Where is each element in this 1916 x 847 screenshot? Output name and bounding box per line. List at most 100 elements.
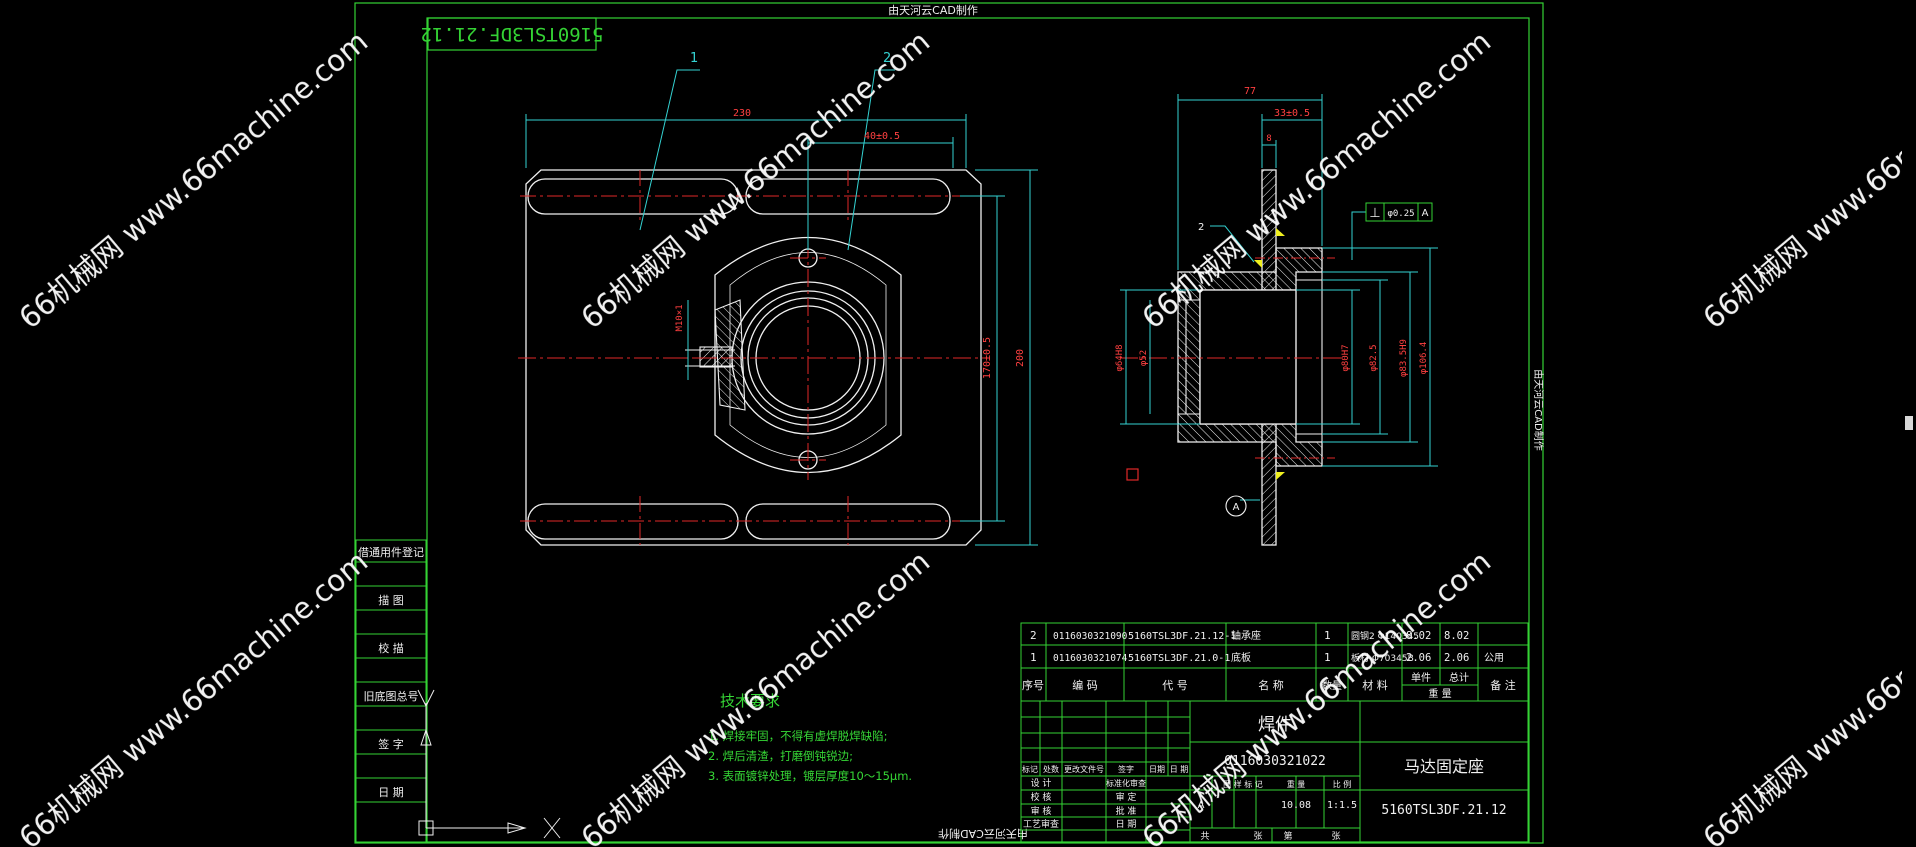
section-view[interactable]: 77 33±0.5 8 φ64H8 φ52 φ80H7 φ82.5 φ83.5H…: [1115, 86, 1438, 546]
left-label-0: 借通用件登记: [358, 545, 424, 559]
tb-change: 更改文件号: [1064, 764, 1104, 774]
tb-approve2: 批 准: [1116, 805, 1137, 817]
bom-table-grid: [1020, 622, 1529, 702]
front-view[interactable]: 1 2 230 40±0.5 200 170±0.5 M10×1: [518, 51, 1038, 546]
dim-height-outer: 200: [1015, 349, 1026, 367]
tb-sign: 签字: [1118, 764, 1134, 774]
left-label-5: 日 期: [378, 786, 404, 799]
bom-qty: 1: [1324, 651, 1331, 664]
front-dimensions: [525, 69, 1038, 546]
dim-total-len: 77: [1244, 86, 1256, 97]
weld-mark-bottom: [1276, 472, 1285, 480]
tb-drawing-no: 5160TSL3DF.21.12: [1381, 803, 1506, 818]
bom-seq: 1: [1030, 651, 1037, 664]
vertical-scrollbar[interactable]: [1902, 0, 1916, 847]
watermark-text: 66机械网 www.66machine.com: [13, 24, 375, 335]
left-label-3: 旧底图总号: [364, 689, 419, 703]
balloon-2: 2: [883, 51, 891, 66]
gdt-symbol: ⊥: [1369, 206, 1380, 221]
bom-header-total: 总计: [1449, 671, 1469, 684]
bom-code: 0116030321074: [1053, 653, 1128, 664]
bom-total-wt: 8.02: [1444, 630, 1469, 642]
bom-header-remark: 备 注: [1490, 678, 1516, 692]
gdt-datum: A: [1422, 208, 1429, 219]
left-label-1: 描 图: [378, 593, 404, 607]
tb-date2: 日期: [1149, 765, 1165, 774]
bearing-bore: [1199, 289, 1297, 425]
tech-title: 技术要求: [720, 692, 780, 710]
scrollbar-thumb[interactable]: [1905, 416, 1913, 430]
dim-d2: φ52: [1139, 350, 1149, 366]
tb-weight: 10.08: [1281, 800, 1311, 811]
title-block-grid: [1020, 700, 1529, 843]
side-banner: 由天河云CAD制作: [1532, 369, 1545, 451]
bom-code: 0116030321090: [1053, 631, 1128, 642]
base-plate-outline: [525, 169, 982, 546]
bom-name: 轴承座: [1231, 629, 1261, 642]
top-banner: 由天河云CAD制作: [888, 3, 978, 17]
bom-drawing: 5160TSL3DF.21.0-1: [1128, 653, 1230, 664]
bom-qty: 1: [1324, 629, 1331, 642]
table-row: 2 0116030321090 5160TSL3DF.21.12-1 轴承座 1…: [1030, 629, 1469, 642]
bore-steps: [1178, 272, 1323, 442]
tb-stage-label: 图 样 标 记: [1223, 779, 1263, 789]
weld-mark-mid: [1254, 260, 1262, 268]
datum-a-symbol: A: [1225, 495, 1247, 517]
tb-std: 标准化审查: [1106, 778, 1146, 788]
dim-d6: φ106.4: [1419, 342, 1429, 375]
tech-item-2: 2. 焊后清渣，打磨倒钝锐边;: [708, 749, 853, 763]
bom-header-name: 名 称: [1258, 678, 1284, 692]
left-label-4: 签 字: [378, 737, 404, 751]
left-record-column: [355, 539, 427, 843]
dim-d1: φ64H8: [1115, 344, 1125, 371]
bom-table[interactable]: 2 0116030321090 5160TSL3DF.21.12-1 轴承座 1…: [1022, 629, 1516, 700]
tb-scale-label: 比 例: [1333, 779, 1352, 789]
drawing-code-box: 5160TSL3DF.21.12: [420, 17, 604, 51]
tb-stage-mark: A: [1198, 800, 1205, 811]
tb-sheet-num: 第: [1283, 830, 1292, 842]
dim-thread: M10×1: [675, 304, 685, 331]
tb-part-type: 焊件: [1258, 715, 1292, 735]
gdt-tolerance: φ0.25: [1387, 209, 1414, 219]
tb-part-name: 马达固定座: [1404, 757, 1484, 776]
balloon-1: 1: [690, 51, 698, 66]
watermark-text: 66机械网 www.66machine.com: [1697, 24, 1916, 335]
tb-mark: 标记: [1022, 764, 1038, 774]
tb-date: 日 期: [1170, 765, 1189, 774]
tb-process: 工艺审查: [1023, 818, 1059, 830]
threaded-port: [685, 299, 746, 411]
left-record-labels: 借通用件登记 描 图 校 描 旧底图总号 签 字 日 期: [358, 545, 424, 799]
dim-flange: 33±0.5: [1274, 108, 1310, 119]
left-label-2: 校 描: [378, 641, 404, 655]
bearing-flange-inner: [729, 252, 887, 458]
watermark-text: 66机械网 www.66machine.com: [1697, 544, 1916, 847]
bom-header-code: 编 码: [1072, 678, 1098, 692]
datum-a-label: A: [1233, 502, 1240, 513]
section-dimensions: [1120, 94, 1438, 501]
gdt-frame: ⊥ φ0.25 A: [1365, 202, 1433, 222]
tech-item-1: 1. 焊接牢固，不得有虚焊脱焊缺陷;: [708, 729, 888, 743]
ucs-markers: [417, 689, 561, 839]
red-marker: [1126, 468, 1139, 481]
watermark-text: 66机械网 www.66machine.com: [1136, 24, 1498, 335]
bom-unit-wt: 8.02: [1406, 630, 1431, 642]
bom-total-wt: 2.06: [1444, 652, 1469, 664]
bom-header-unit: 单件: [1411, 672, 1431, 684]
tb-count: 处数: [1043, 764, 1059, 774]
tb-sheet-total: 共: [1200, 831, 1209, 842]
bom-header: 序号 编 码 代 号 名 称 数量 材 料 单件 总计 重 量 备 注: [1022, 671, 1516, 700]
dim-hole-spacing: 40±0.5: [864, 131, 900, 142]
dim-small: 8: [1266, 134, 1271, 144]
bom-name: 底板: [1231, 651, 1251, 664]
weld-mark-top: [1276, 228, 1285, 236]
bom-drawing: 5160TSL3DF.21.12-1: [1128, 631, 1236, 642]
bottom-banner: 由天河云CAD制作: [938, 827, 1028, 841]
tech-item-3: 3. 表面镀锌处理，镀层厚度10～15μm.: [708, 769, 912, 783]
weld-note: 2: [1198, 222, 1204, 233]
bom-header-weight: 重 量: [1428, 687, 1451, 700]
bearing-flange-outline: [714, 237, 902, 473]
bom-seq: 2: [1030, 629, 1037, 642]
table-row: 1 0116030321074 5160TSL3DF.21.0-1 底板 1 板…: [1030, 651, 1504, 664]
bom-material: 圆钢2 Φ140345: [1351, 630, 1419, 642]
